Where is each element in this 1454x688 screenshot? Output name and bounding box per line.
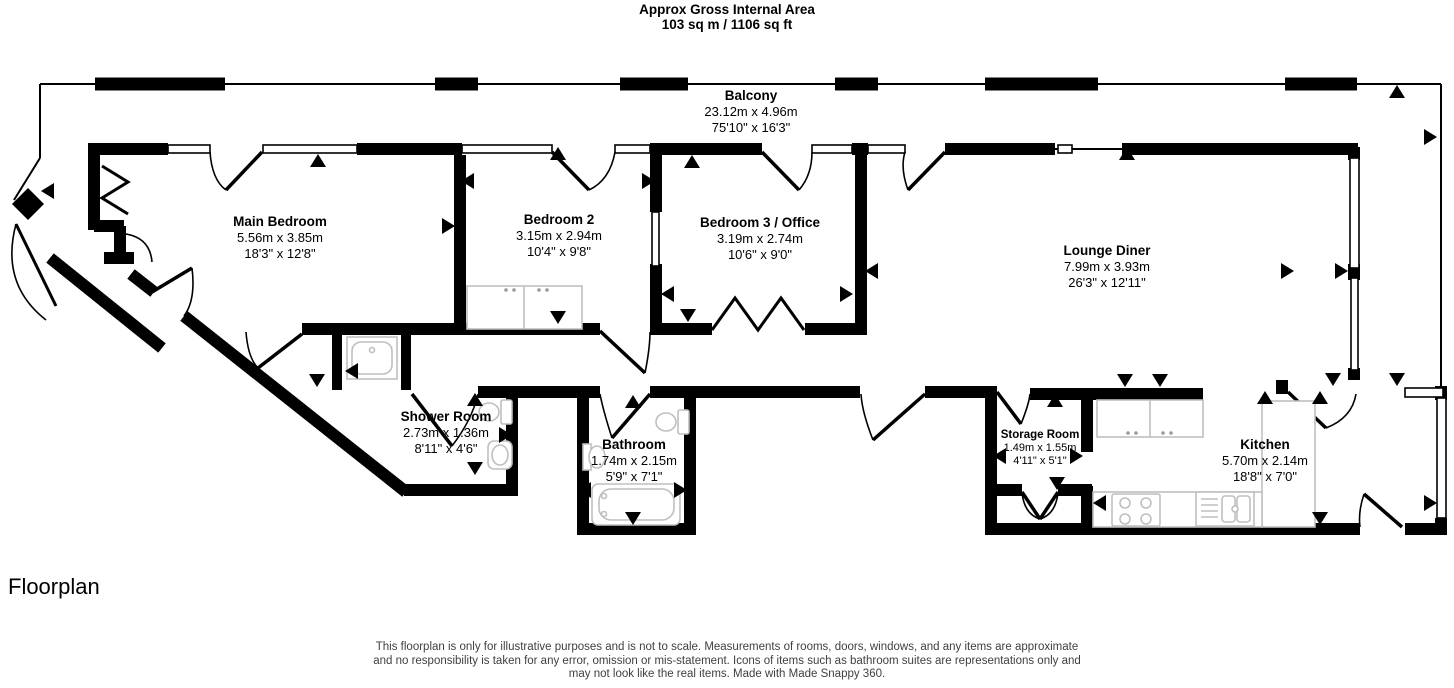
room-name: Shower Room (400, 409, 492, 424)
room-label-main-bedroom: Main Bedroom 5.56m x 3.85m 18'3" x 12'8" (233, 214, 327, 262)
walls (46, 143, 1447, 535)
room-label-bathroom: Bathroom 1.74m x 2.15m 5'9" x 7'1" (591, 437, 677, 485)
room-metric: 5.56m x 3.85m (236, 230, 323, 245)
balcony-boundary (11, 83, 1442, 390)
bifold-doors (99, 164, 806, 333)
room-metric: 1.74m x 2.15m (591, 453, 677, 468)
area-header-value: 103 sq m / 1106 sq ft (661, 17, 793, 32)
area-header-title: Approx Gross Internal Area (639, 2, 815, 17)
toilet-icon (655, 409, 690, 435)
room-name: Balcony (724, 88, 778, 103)
sink-icon (487, 440, 513, 470)
room-imperial: 10'4" x 9'8" (526, 244, 592, 259)
room-label-balcony: Balcony 23.12m x 4.96m 75'10" x 16'3" (704, 88, 797, 136)
wardrobe-icon (466, 285, 583, 330)
room-imperial: 26'3" x 12'11" (1068, 275, 1146, 290)
balcony-pillar (12, 188, 44, 220)
room-imperial: 75'10" x 16'3" (711, 120, 791, 135)
page-title: Floorplan (8, 574, 100, 599)
room-metric: 3.15m x 2.94m (516, 228, 602, 243)
room-label-shower: Shower Room 2.73m x 1.36m 8'11" x 4'6" (401, 409, 492, 457)
room-label-storage: Storage Room 1.49m x 1.55m 4'11" x 5'1" (1001, 429, 1080, 468)
sink-icon (582, 443, 606, 471)
disclaimer-line: may not look like the real items. Made w… (568, 668, 886, 680)
room-metric: 3.19m x 2.74m (717, 231, 803, 246)
toilet-icon (478, 399, 513, 425)
room-name: Lounge Diner (1063, 243, 1151, 258)
room-imperial: 10'6" x 9'0" (727, 247, 793, 262)
disclaimer: This floorplan is only for illustrative … (0, 641, 1454, 682)
room-label-bedroom2: Bedroom 2 3.15m x 2.94m 10'4" x 9'8" (516, 212, 602, 260)
room-metric: 23.12m x 4.96m (704, 104, 798, 119)
room-metric: 2.73m x 1.36m (402, 425, 489, 440)
door-arcs (125, 151, 1365, 528)
shower-nook-walls (332, 332, 411, 390)
hob-icon (1111, 493, 1161, 527)
room-imperial: 18'8" x 7'0" (1232, 469, 1298, 484)
room-label-bedroom3: Bedroom 3 / Office 3.19m x 2.74m 10'6" x… (700, 215, 820, 263)
area-header: Approx Gross Internal Area 103 sq m / 11… (0, 2, 1454, 32)
room-imperial: 5'9" x 7'1" (605, 469, 663, 484)
disclaimer-line: and no responsibility is taken for any e… (373, 654, 1081, 667)
room-imperial: 18'3" x 12'8" (244, 246, 316, 261)
windows (167, 144, 1447, 519)
room-metric: 5.70m x 2.14m (1222, 453, 1308, 468)
room-metric: 7.99m x 3.93m (1064, 259, 1150, 274)
room-name: Bedroom 3 / Office (699, 215, 821, 230)
room-metric: 1.49m x 1.55m (1003, 442, 1077, 454)
room-name: Storage Room (1000, 429, 1080, 441)
room-name: Kitchen (1240, 437, 1290, 452)
room-label-kitchen: Kitchen 5.70m x 2.14m 18'8" x 7'0" (1222, 437, 1308, 485)
room-imperial: 8'11" x 4'6" (414, 441, 478, 456)
fixtures (346, 285, 1316, 528)
kitchen-cabinet-icon (1096, 399, 1204, 438)
kitchen-sink-icon (1195, 491, 1255, 527)
room-name: Bedroom 2 (523, 212, 595, 227)
disclaimer-line: This floorplan is only for illustrative … (375, 641, 1079, 653)
room-name: Main Bedroom (233, 214, 327, 229)
room-name: Bathroom (602, 437, 666, 452)
bathtub-icon (591, 483, 681, 526)
room-imperial: 4'11" x 5'1" (1013, 455, 1067, 467)
room-label-lounge: Lounge Diner 7.99m x 3.93m 26'3" x 12'11… (1064, 243, 1151, 291)
